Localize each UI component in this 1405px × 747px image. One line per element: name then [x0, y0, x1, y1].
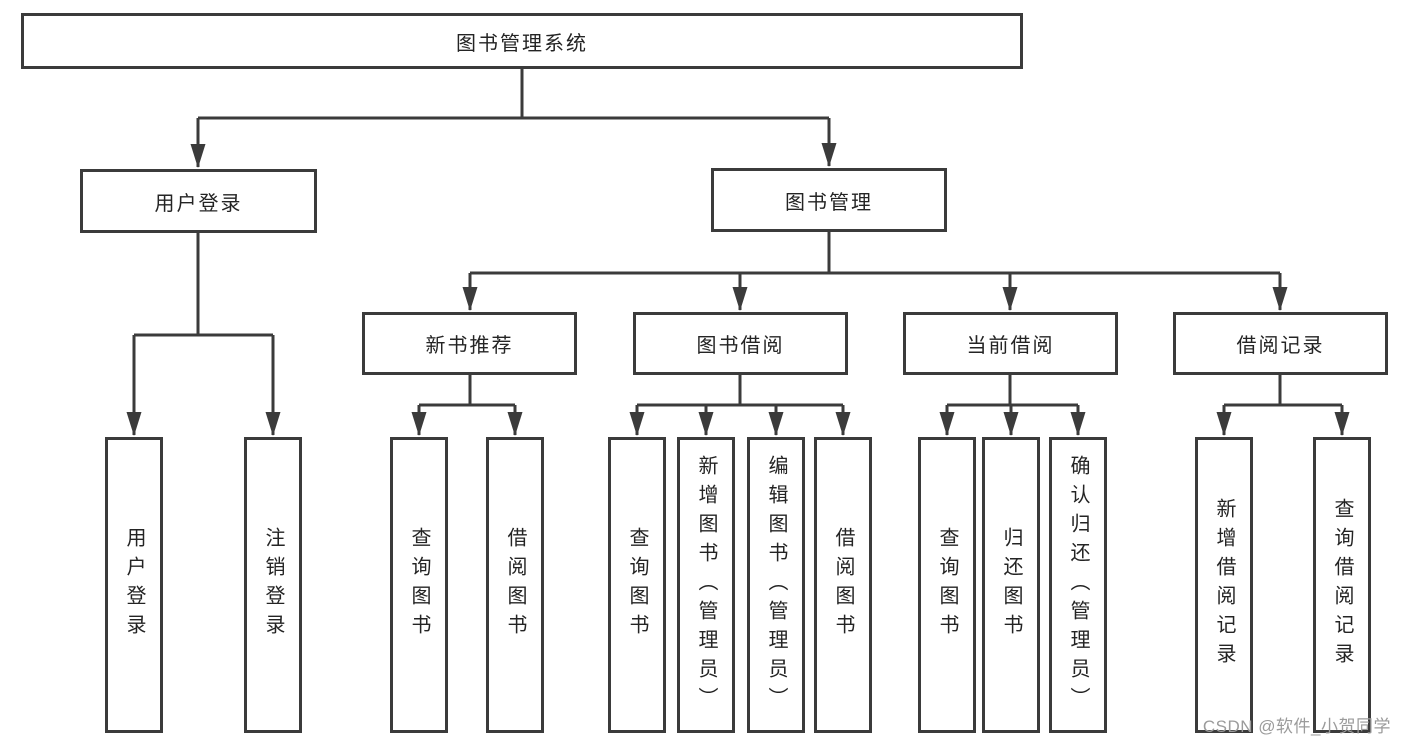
- leaf-add-borrow-record: 新增借阅记录: [1195, 437, 1253, 733]
- node-current-borrow: 当前借阅: [903, 312, 1118, 375]
- leaf-confirm-return-admin: 确认归还（管理员）: [1049, 437, 1107, 733]
- leaf-return-book-label: 归还图书: [1000, 527, 1022, 643]
- node-borrow-records-label: 借阅记录: [1236, 335, 1325, 357]
- leaf-query-book-3-label: 查询图书: [936, 527, 958, 643]
- leaf-borrow-book-1: 借阅图书: [486, 437, 544, 733]
- leaf-query-book-2-label: 查询图书: [626, 527, 648, 643]
- node-book-borrow: 图书借阅: [633, 312, 848, 375]
- leaf-borrow-book-1-label: 借阅图书: [504, 527, 526, 643]
- node-book-borrow-label: 图书借阅: [696, 335, 785, 357]
- node-new-book-recommend-label: 新书推荐: [425, 335, 514, 357]
- leaf-user-login: 用户登录: [105, 437, 163, 733]
- node-user-login-label: 用户登录: [154, 192, 243, 215]
- leaf-edit-book-admin-label: 编辑图书（管理员）: [765, 454, 787, 716]
- leaf-logout: 注销登录: [244, 437, 302, 733]
- csdn-watermark: CSDN @软件_小贺同学: [1202, 717, 1391, 736]
- node-book-management-label: 图书管理: [785, 191, 873, 214]
- leaf-query-borrow-record: 查询借阅记录: [1313, 437, 1371, 733]
- leaf-user-login-label: 用户登录: [123, 527, 145, 643]
- leaf-add-book-admin: 新增图书（管理员）: [677, 437, 735, 733]
- node-user-login: 用户登录: [80, 169, 317, 233]
- node-root-label: 图书管理系统: [456, 32, 588, 55]
- leaf-borrow-book-2: 借阅图书: [814, 437, 872, 733]
- leaf-add-book-admin-label: 新增图书（管理员）: [695, 454, 717, 716]
- leaf-query-book-2: 查询图书: [608, 437, 666, 733]
- leaf-add-borrow-record-label: 新增借阅记录: [1213, 498, 1235, 672]
- leaf-confirm-return-admin-label: 确认归还（管理员）: [1067, 454, 1089, 716]
- leaf-query-book-1-label: 查询图书: [408, 527, 430, 643]
- node-root: 图书管理系统: [21, 13, 1023, 69]
- node-book-management: 图书管理: [711, 168, 947, 232]
- leaf-query-book-1: 查询图书: [390, 437, 448, 733]
- node-new-book-recommend: 新书推荐: [362, 312, 577, 375]
- leaf-query-borrow-record-label: 查询借阅记录: [1331, 498, 1353, 672]
- leaf-edit-book-admin: 编辑图书（管理员）: [747, 437, 805, 733]
- leaf-return-book: 归还图书: [982, 437, 1040, 733]
- leaf-borrow-book-2-label: 借阅图书: [832, 527, 854, 643]
- leaf-logout-label: 注销登录: [262, 527, 284, 643]
- leaf-query-book-3: 查询图书: [918, 437, 976, 733]
- node-borrow-records: 借阅记录: [1173, 312, 1388, 375]
- node-current-borrow-label: 当前借阅: [966, 335, 1055, 357]
